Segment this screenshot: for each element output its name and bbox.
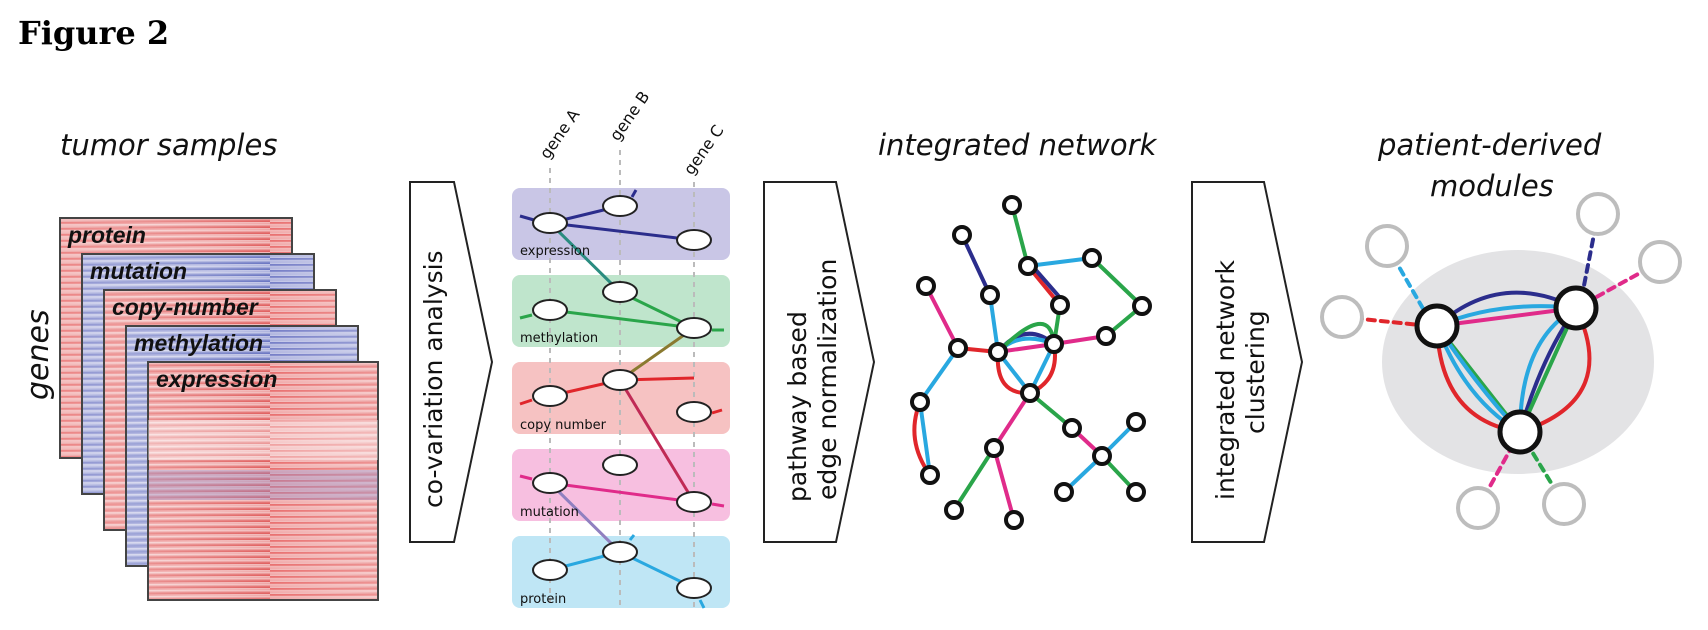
arrow-label-normalization-2: edge normalization — [813, 259, 842, 500]
arrow-normalization: pathway based edge normalization — [763, 181, 876, 543]
heatmap-label-protein: protein — [67, 222, 146, 248]
heatmap-label-copy-number: copy-number — [112, 294, 259, 320]
arrow-label-clustering-1: integrated network — [1211, 260, 1240, 500]
gene-layer-diagram: gene A gene B gene C — [512, 87, 730, 609]
arrow-label-clustering-2: clustering — [1241, 310, 1270, 434]
arrow-clustering: integrated network clustering — [1191, 181, 1304, 543]
axis-label-genes: genes — [21, 309, 56, 400]
panel-label-copy-number: copy number — [520, 418, 607, 433]
patient-module — [1320, 192, 1682, 530]
panel-label-expression: expression — [520, 244, 590, 259]
heatmap-label-expression: expression — [156, 366, 277, 392]
header-tumor-samples: tumor samples — [60, 128, 277, 162]
gene-label-c: gene C — [680, 121, 728, 178]
arrow-label-normalization-1: pathway based — [783, 311, 812, 502]
heatmap-label-methylation: methylation — [134, 330, 263, 356]
omics-heatmap-stack: protein mutation copy-number methylation… — [59, 217, 379, 601]
header-integrated-network: integrated network — [878, 128, 1158, 162]
gene-label-b: gene B — [606, 87, 654, 144]
arrow-covariation: co-variation analysis — [409, 181, 494, 543]
gene-label-a: gene A — [536, 105, 584, 162]
figure-title: Figure 2 — [18, 14, 170, 52]
integrated-network — [910, 195, 1152, 530]
panel-label-protein: protein — [520, 592, 566, 607]
header-patient-derived-1: patient-derived — [1377, 128, 1602, 162]
panel-label-methylation: methylation — [520, 331, 598, 346]
header-patient-derived-2: modules — [1430, 169, 1554, 203]
panel-label-mutation: mutation — [520, 505, 579, 520]
heatmap-expression: expression — [147, 361, 379, 601]
heatmap-label-mutation: mutation — [90, 258, 187, 284]
arrow-label-covariation: co-variation analysis — [419, 250, 448, 508]
